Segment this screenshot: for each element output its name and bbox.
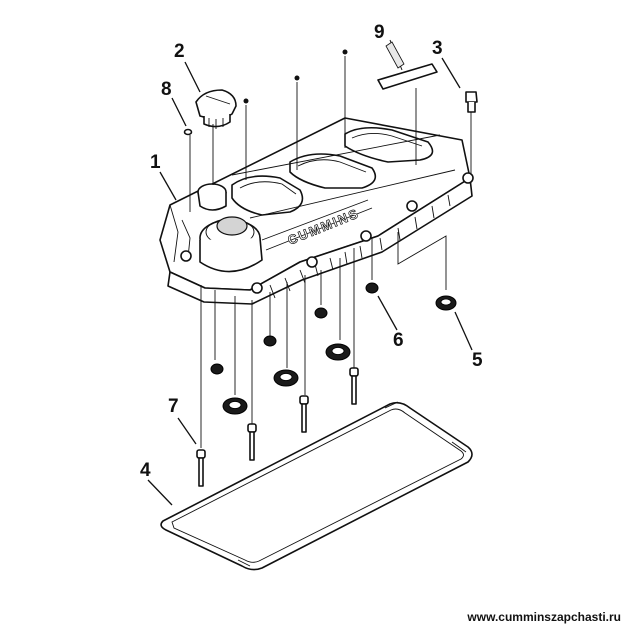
projection-lines	[189, 56, 472, 448]
leader-lines	[147, 57, 473, 506]
mounting-bolt-top	[465, 91, 478, 113]
nameplate	[377, 63, 438, 90]
seal-ring-small	[183, 128, 193, 136]
valve-cover: CUMMINS	[159, 117, 474, 305]
breather-housing	[197, 183, 263, 273]
callout-4: 4	[140, 460, 151, 481]
watermark: www.cumminszapchasti.ru	[466, 610, 621, 624]
isolator-washers	[222, 295, 457, 415]
callout-6: 6	[393, 330, 404, 351]
callout-8: 8	[161, 79, 172, 100]
oil-filler-cap	[195, 89, 237, 129]
callout-2: 2	[174, 41, 185, 62]
leader-9	[385, 39, 405, 71]
callout-3: 3	[432, 38, 443, 59]
grommets-small	[210, 282, 379, 375]
callout-5: 5	[472, 350, 483, 371]
callout-1: 1	[150, 152, 161, 173]
cover-bolts	[196, 367, 359, 487]
fastener-dots	[243, 49, 348, 104]
callout-7: 7	[168, 396, 179, 417]
callout-9: 9	[374, 22, 385, 43]
callout-labels: 1 2 3 4 5 6 7 8 9	[140, 22, 483, 481]
valve-cover-gasket	[160, 401, 473, 571]
